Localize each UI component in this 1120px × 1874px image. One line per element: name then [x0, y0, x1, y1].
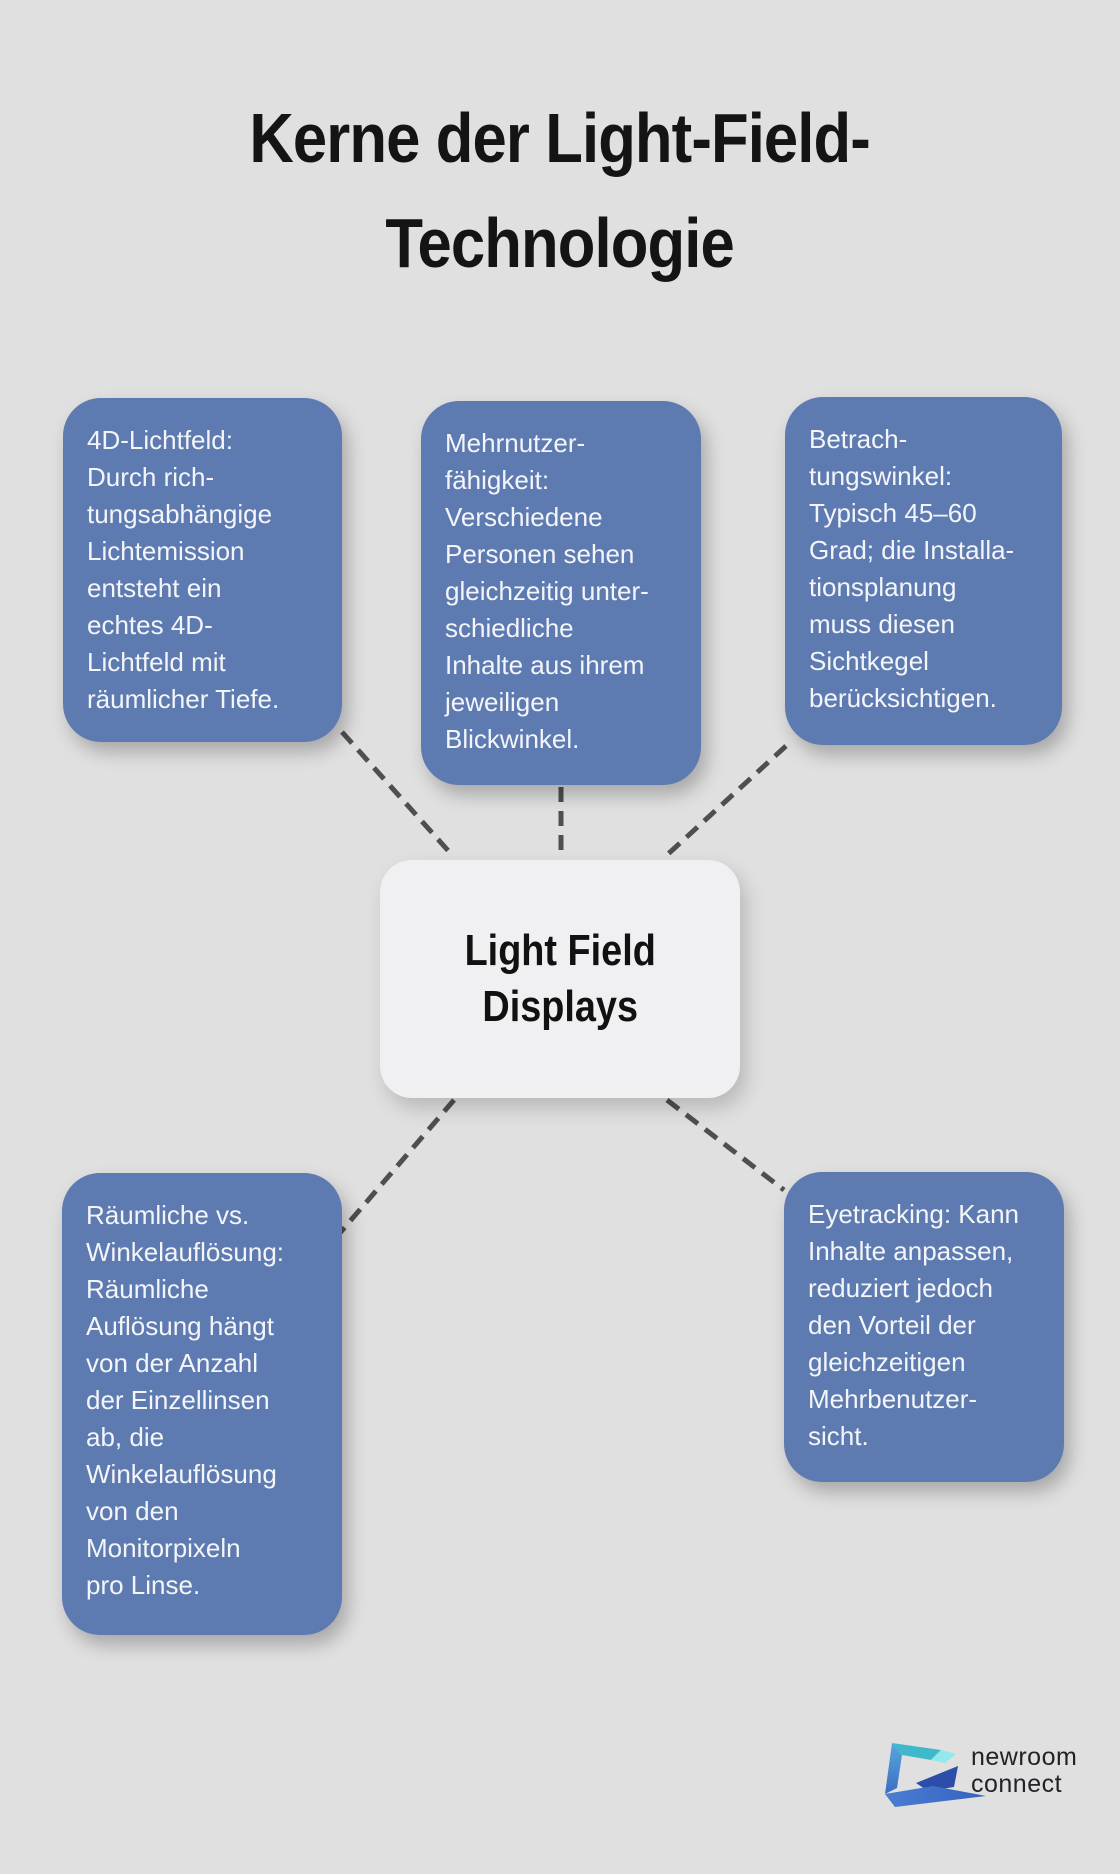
topic-card-4d-lichtfeld: 4D-Lichtfeld: Durch rich- tungsabhängige…	[63, 398, 342, 742]
newroom-connect-logo-mark	[885, 1743, 986, 1807]
topic-card-text: 4D-Lichtfeld: Durch rich- tungsabhängige…	[87, 425, 280, 714]
topic-card-eyetracking: Eyetracking: Kann Inhalte anpassen, redu…	[784, 1172, 1064, 1482]
newroom-connect-logo: newroom connect	[883, 1739, 1095, 1819]
topic-card-raeumliche-vs-winkelaufloesung: Räumliche vs. Winkelauflösung: Räumliche…	[62, 1173, 342, 1635]
connector-raeumliche-vs-winkelaufloesung	[337, 1098, 456, 1236]
topic-card-text: Mehrnutzer- fähigkeit: Verschiedene Pers…	[445, 428, 649, 754]
connector-betrachtungswinkel	[665, 744, 788, 857]
logo-text-line1: newroom	[971, 1743, 1078, 1771]
topic-card-text: Räumliche vs. Winkelauflösung: Räumliche…	[86, 1200, 284, 1600]
logo-text-line2: connect	[971, 1770, 1063, 1798]
central-topic-label: Light Field Displays	[464, 926, 656, 1031]
topic-card-text: Betrach- tungswinkel: Typisch 45–60 Grad…	[809, 424, 1015, 713]
topic-card-betrachtungswinkel: Betrach- tungswinkel: Typisch 45–60 Grad…	[785, 397, 1062, 745]
topic-card-text: Eyetracking: Kann Inhalte anpassen, redu…	[808, 1199, 1020, 1451]
logo-text: newroom connect	[971, 1744, 1077, 1798]
central-topic-card: Light Field Displays	[380, 860, 740, 1098]
topic-card-mehrnutzerfaehigkeit: Mehrnutzer- fähigkeit: Verschiedene Pers…	[421, 401, 701, 785]
connector-eyetracking	[665, 1098, 786, 1192]
page-title: Kerne der Light-Field- Technologie	[0, 86, 1120, 296]
connector-4d-lichtfeld	[340, 730, 454, 857]
page-title-text: Kerne der Light-Field- Technologie	[249, 99, 872, 282]
